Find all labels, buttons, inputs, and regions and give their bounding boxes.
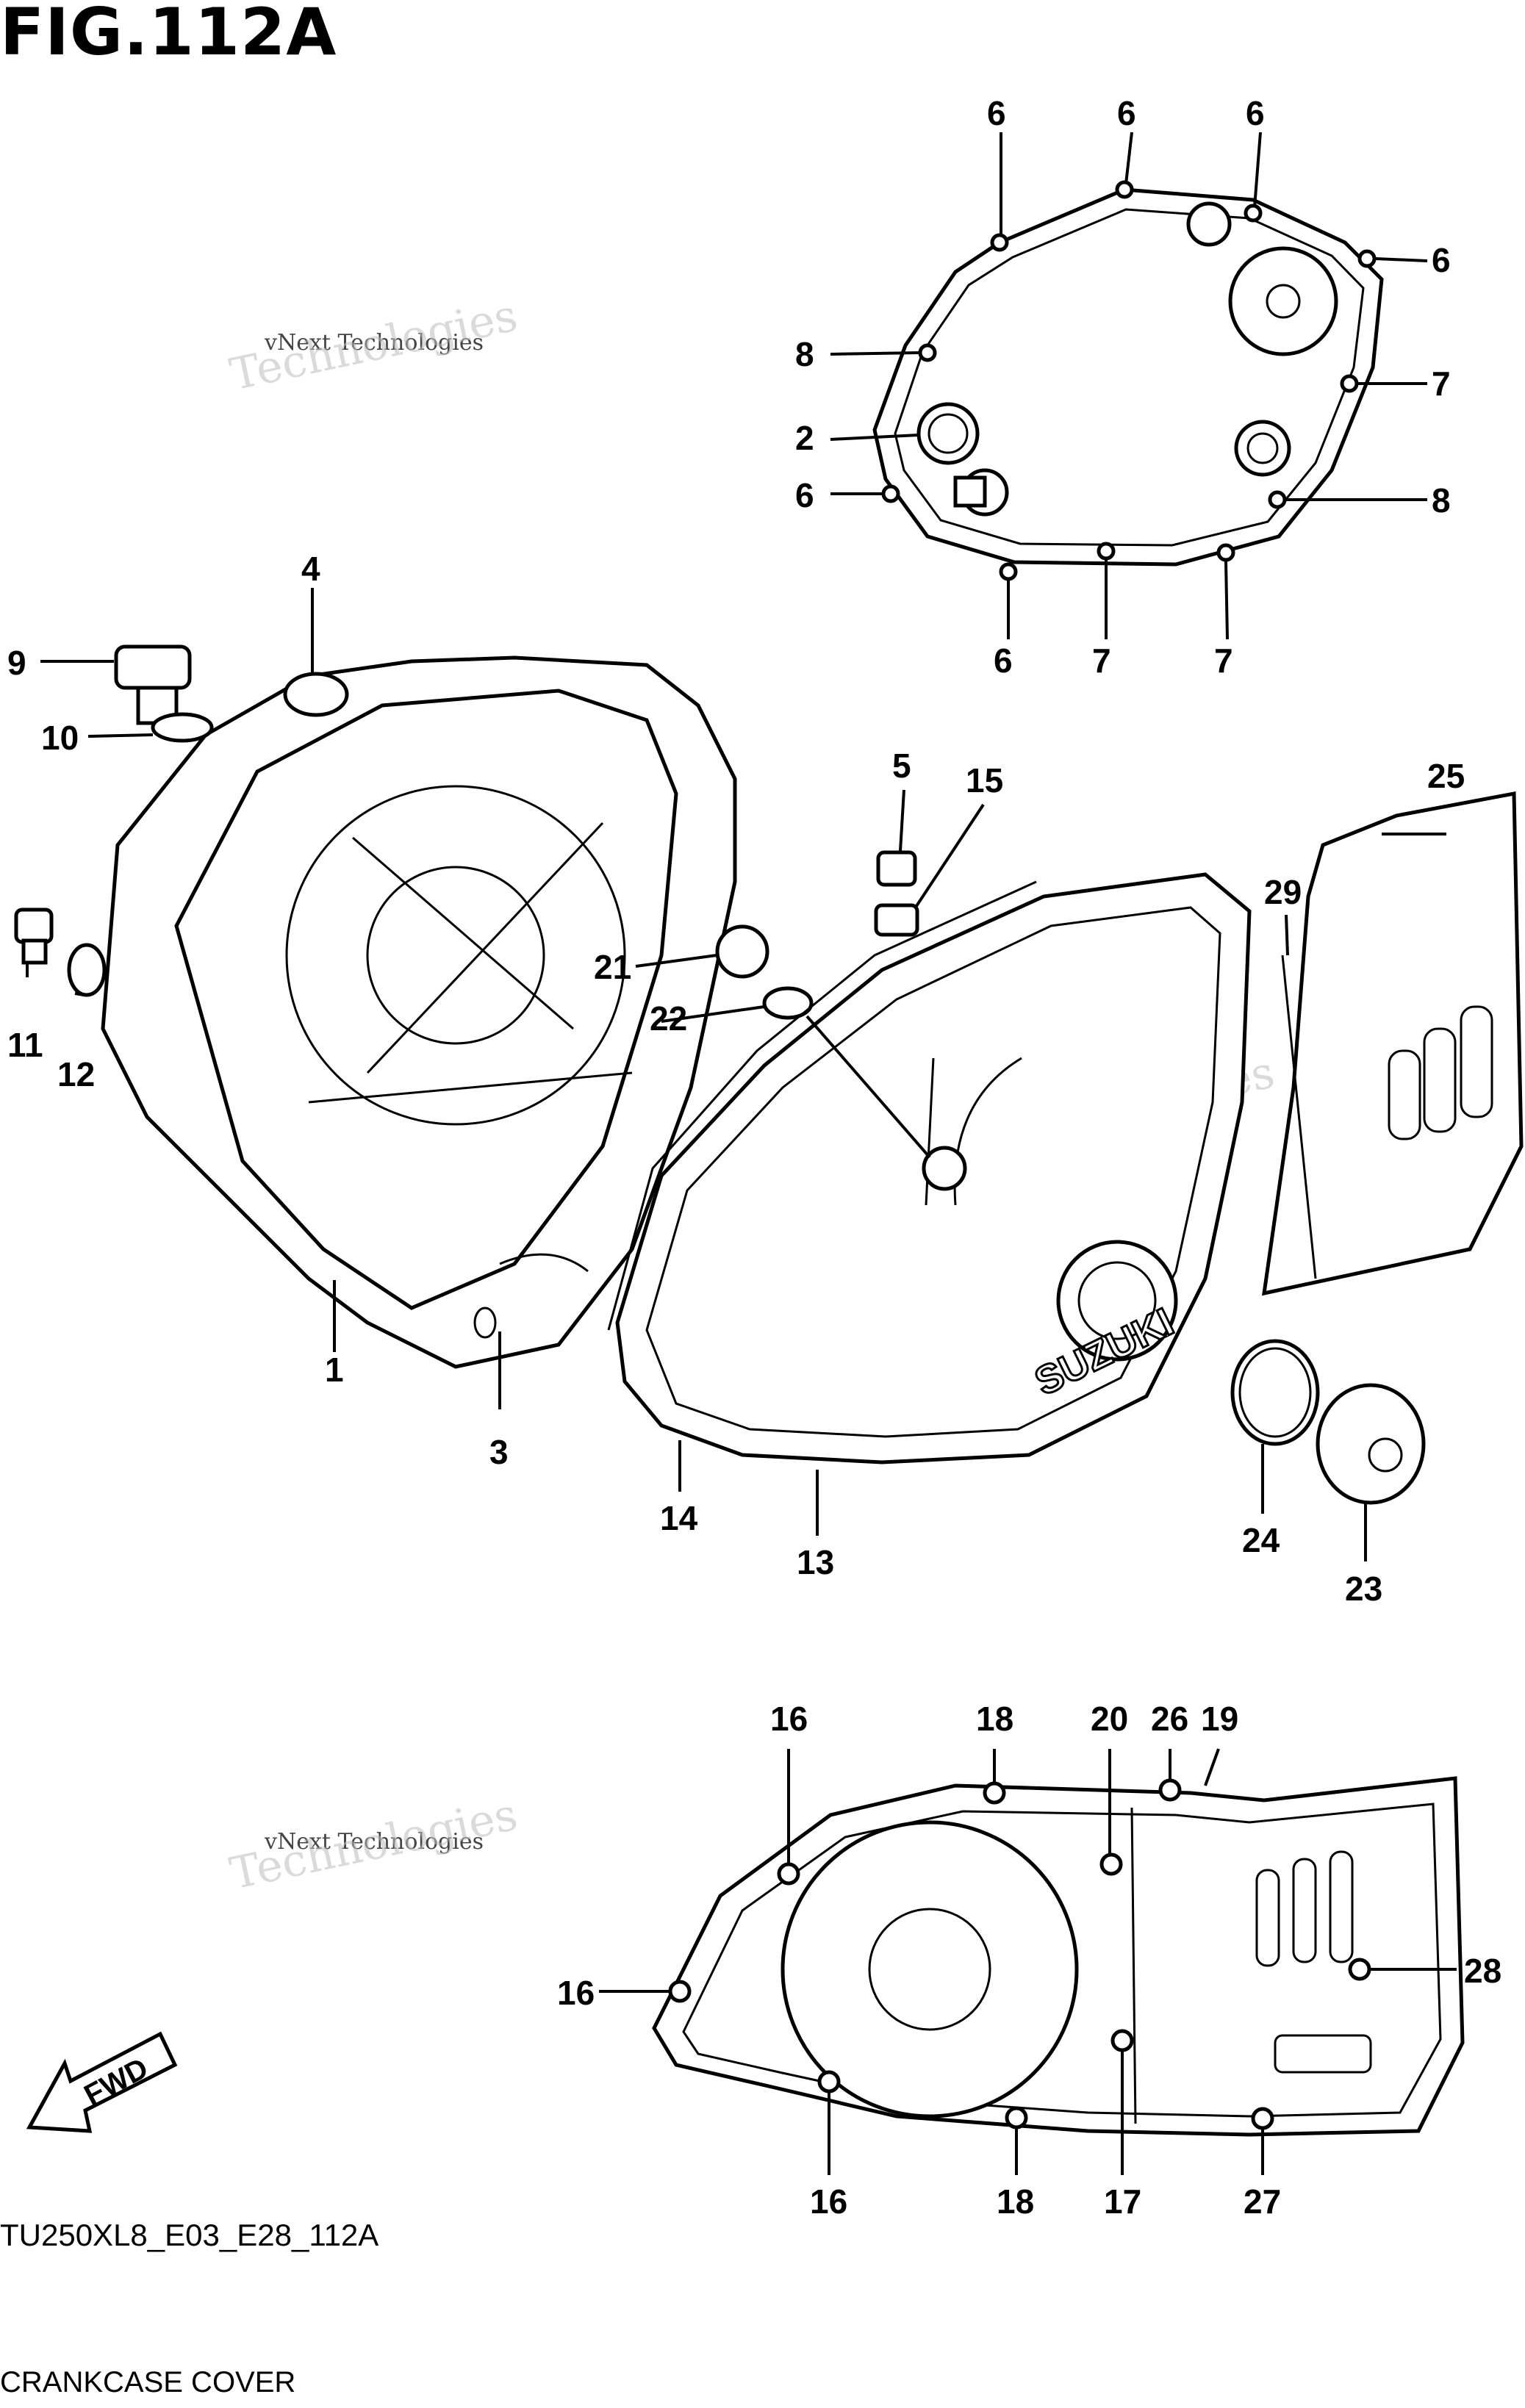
fwd-arrow-icon: FWD bbox=[26, 2031, 178, 2133]
callout-label: 27 bbox=[1244, 2182, 1281, 2221]
cover-assembly bbox=[652, 1776, 1465, 2137]
callout-label: 4 bbox=[301, 550, 320, 588]
callout-label: 26 bbox=[1151, 1700, 1188, 1738]
callout-label: 3 bbox=[489, 1433, 509, 1471]
callout-label: 19 bbox=[1201, 1700, 1238, 1738]
diagram-caption: CRANKCASE COVER bbox=[0, 2366, 296, 2398]
callout-label: 7 bbox=[1214, 641, 1233, 680]
callout-label: 25 bbox=[1427, 757, 1465, 795]
callout-label: 12 bbox=[57, 1055, 95, 1093]
callout-label: 17 bbox=[1104, 2182, 1141, 2221]
magneto-cover: SUZUKI bbox=[607, 791, 1524, 1505]
callout-label: 5 bbox=[892, 747, 911, 785]
callout-label: 23 bbox=[1345, 1570, 1382, 1608]
callout-label: 2 bbox=[795, 419, 814, 457]
callout-label: 16 bbox=[810, 2182, 847, 2221]
clutch-cover-outline bbox=[872, 180, 1384, 581]
callout-label: 18 bbox=[997, 2182, 1034, 2221]
callout-label: 7 bbox=[1092, 641, 1111, 680]
diagram-code: TU250XL8_E03_E28_112A bbox=[0, 2218, 379, 2252]
callout-label: 22 bbox=[650, 999, 687, 1038]
callout-label: 16 bbox=[557, 1974, 595, 2012]
callout-label: 11 bbox=[7, 1026, 43, 1064]
callout-label: 16 bbox=[770, 1700, 808, 1738]
callout-label: 24 bbox=[1242, 1521, 1280, 1559]
callout-label: 6 bbox=[795, 476, 814, 514]
callout-label: 10 bbox=[41, 719, 79, 757]
callout-label: 18 bbox=[976, 1700, 1013, 1738]
callout-label: 8 bbox=[1432, 481, 1451, 520]
callout-label: 14 bbox=[660, 1499, 698, 1537]
watermark: Technologies vNext Technologies bbox=[226, 1789, 523, 1900]
callout-label: 28 bbox=[1464, 1952, 1501, 1990]
callout-label: 29 bbox=[1264, 873, 1302, 911]
callout-label: 6 bbox=[1246, 94, 1265, 132]
callout-label: 20 bbox=[1091, 1700, 1128, 1738]
crankcase-cover-left bbox=[14, 644, 814, 1369]
callout-label: 6 bbox=[994, 641, 1013, 680]
callout-label: 15 bbox=[966, 761, 1003, 799]
leader-lines bbox=[26, 132, 1457, 2175]
callout-label: 8 bbox=[795, 335, 814, 373]
callout-label: 6 bbox=[1117, 94, 1136, 132]
callout-label: 6 bbox=[1432, 241, 1451, 279]
callout-labels: 6 6 6 6 8 2 6 7 8 6 7 7 4 9 10 11 12 5 1… bbox=[7, 94, 1501, 2221]
callout-label: 21 bbox=[594, 948, 631, 986]
callout-label: 13 bbox=[797, 1543, 834, 1581]
watermark: Technologies vNext Technologies bbox=[226, 290, 523, 401]
callout-label: 6 bbox=[987, 94, 1006, 132]
callout-label: 7 bbox=[1432, 364, 1451, 403]
callout-label: 9 bbox=[7, 644, 26, 682]
figure-title: FIG.112A bbox=[0, 0, 337, 70]
callout-label: 1 bbox=[325, 1351, 344, 1389]
